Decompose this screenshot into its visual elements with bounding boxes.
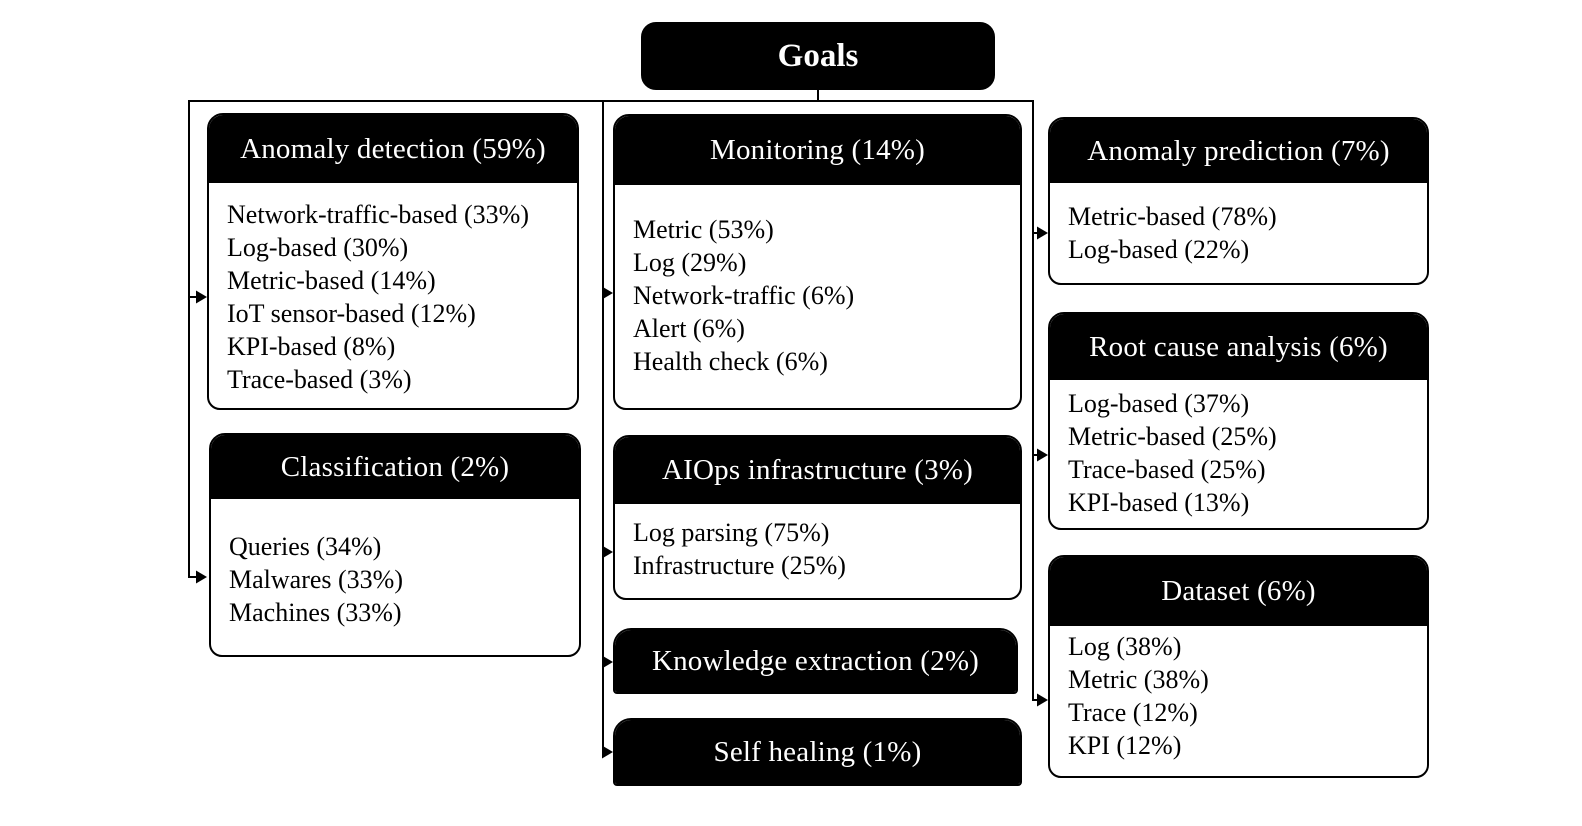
box-item: Trace (12%)	[1068, 698, 1198, 727]
box-item: Health check (6%)	[633, 347, 828, 376]
box-body: Metric-based (78%) Log-based (22%)	[1050, 183, 1427, 266]
box-item: Trace-based (3%)	[227, 365, 412, 394]
connector-arrow	[1037, 693, 1048, 707]
box-item: Metric (53%)	[633, 215, 774, 244]
box-title: Self healing (1%)	[615, 720, 1020, 784]
box-classification: Classification (2%) Queries (34%) Malware…	[209, 433, 581, 657]
box-title: Monitoring (14%)	[615, 116, 1020, 185]
box-body: Queries (34%) Malwares (33%) Machines (33%…	[211, 499, 579, 629]
connector-left-drop	[188, 100, 198, 578]
box-body: Metric (53%) Log (29%) Network-traffic (6%…	[615, 185, 1020, 378]
box-title: Anomaly prediction (7%)	[1050, 119, 1427, 183]
box-dataset: Dataset (6%) Log (38%) Metric (38%) Trace …	[1048, 555, 1429, 778]
connector-arrow	[1037, 226, 1048, 240]
box-item: IoT sensor-based (12%)	[227, 299, 476, 328]
box-item: Log-based (22%)	[1068, 235, 1250, 264]
box-item: KPI-based (8%)	[227, 332, 396, 361]
box-item: Log-based (30%)	[227, 233, 409, 262]
box-item: Queries (34%)	[229, 532, 382, 561]
box-body: Log-based (37%) Metric-based (25%) Trace-b…	[1050, 380, 1427, 519]
box-title: AIOps infrastructure (3%)	[615, 437, 1020, 504]
box-root-cause-analysis: Root cause analysis (6%) Log-based (37%)…	[1048, 312, 1429, 530]
connector-arrow	[602, 655, 613, 669]
box-aiops-infrastructure: AIOps infrastructure (3%) Log parsing (7…	[613, 435, 1022, 600]
box-knowledge-extraction: Knowledge extraction (2%)	[613, 628, 1018, 694]
box-anomaly-detection: Anomaly detection (59%) Network-traffic-…	[207, 113, 579, 410]
box-item: Log-based (37%)	[1068, 389, 1250, 418]
goals-root-node: Goals	[641, 22, 995, 90]
connector-arrow	[602, 286, 613, 300]
box-item: Network-traffic (6%)	[633, 281, 855, 310]
box-item: Malwares (33%)	[229, 565, 403, 594]
box-item: Machines (33%)	[229, 598, 402, 627]
box-item: Metric (38%)	[1068, 665, 1209, 694]
box-item: Log (29%)	[633, 248, 747, 277]
box-monitoring: Monitoring (14%) Metric (53%) Log (29%) Ne…	[613, 114, 1022, 410]
box-item: Network-traffic-based (33%)	[227, 200, 529, 229]
box-title: Dataset (6%)	[1050, 557, 1427, 626]
connector-arrow	[1037, 448, 1048, 462]
box-body: Log (38%) Metric (38%) Trace (12%) KPI (12%…	[1050, 626, 1427, 762]
connector-arrow	[196, 290, 207, 304]
goals-label: Goals	[777, 37, 859, 74]
box-title: Root cause analysis (6%)	[1050, 314, 1427, 380]
box-item: Log (38%)	[1068, 632, 1182, 661]
box-item: KPI (12%)	[1068, 731, 1182, 760]
box-title: Anomaly detection (59%)	[209, 115, 577, 183]
connector-arrow	[196, 570, 207, 584]
box-self-healing: Self healing (1%)	[613, 718, 1022, 786]
box-item: Alert (6%)	[633, 314, 745, 343]
connector-arrow	[602, 745, 613, 759]
connector-arrow	[602, 545, 613, 559]
connector-middle-drop	[602, 100, 604, 753]
box-body: Network-traffic-based (33%) Log-based (30…	[209, 183, 577, 396]
box-item: Log parsing (75%)	[633, 518, 830, 547]
box-title: Knowledge extraction (2%)	[615, 630, 1016, 692]
connector-right-drop	[1032, 100, 1039, 701]
box-item: Metric-based (25%)	[1068, 422, 1277, 451]
box-item: Metric-based (78%)	[1068, 202, 1277, 231]
box-item: KPI-based (13%)	[1068, 488, 1250, 517]
box-item: Infrastructure (25%)	[633, 551, 846, 580]
box-item: Trace-based (25%)	[1068, 455, 1266, 484]
box-item: Metric-based (14%)	[227, 266, 436, 295]
box-body: Log parsing (75%) Infrastructure (25%)	[615, 504, 1020, 582]
box-anomaly-prediction: Anomaly prediction (7%) Metric-based (78…	[1048, 117, 1429, 285]
box-title: Classification (2%)	[211, 435, 579, 499]
